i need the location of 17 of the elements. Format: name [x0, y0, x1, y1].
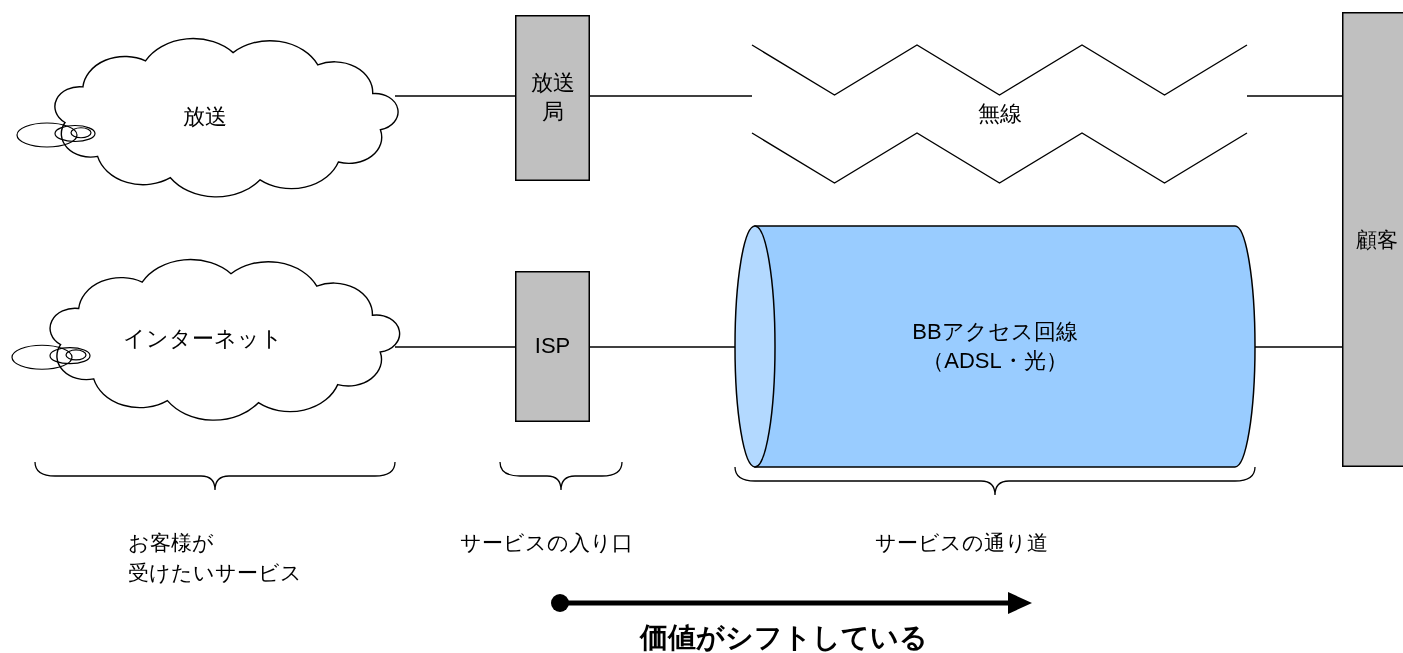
- node-label: 放送: [183, 102, 227, 131]
- connector-line: [394, 346, 516, 348]
- caption: 価値がシフトしている: [640, 621, 928, 653]
- section-label: サービスの通り道: [875, 530, 1048, 556]
- connector-line: [589, 95, 753, 97]
- node-label: インターネット: [122, 324, 283, 353]
- node-label: 無線: [977, 99, 1022, 128]
- connector-line: [394, 95, 516, 97]
- connector-line: [589, 346, 736, 348]
- node-label: 放送局: [529, 69, 576, 126]
- node-label: 顧客: [1356, 226, 1398, 253]
- connector-line: [1246, 95, 1343, 97]
- section-label: サービスの入り口: [460, 530, 633, 556]
- connector-line: [1254, 346, 1343, 348]
- section-label: お客様が受けたいサービス: [128, 530, 302, 587]
- node-label: ISP: [534, 332, 571, 361]
- node-label: BBアクセス回線（ADSL・光）: [912, 317, 1078, 375]
